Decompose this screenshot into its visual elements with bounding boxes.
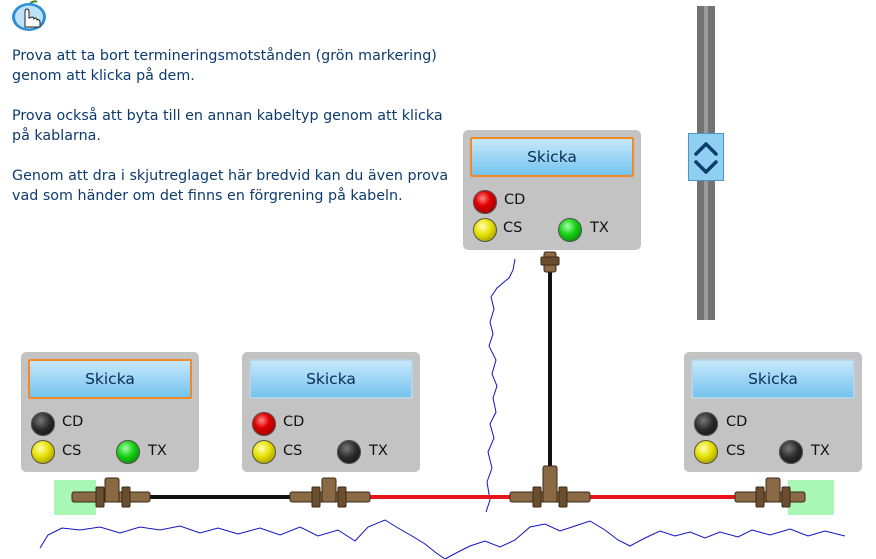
cs-label: CS bbox=[283, 443, 303, 459]
cs-led bbox=[473, 218, 497, 242]
send-button[interactable]: Skicka bbox=[470, 137, 634, 177]
up-down-chevron-icon bbox=[694, 142, 718, 174]
send-button[interactable]: Skicka bbox=[28, 359, 192, 399]
send-button[interactable]: Skicka bbox=[249, 359, 413, 399]
cd-label: CD bbox=[283, 414, 305, 430]
branch-slider-handle[interactable] bbox=[688, 133, 724, 181]
instruction-paragraph-2: Prova också att byta till en annan kabel… bbox=[12, 108, 443, 144]
tx-led bbox=[337, 440, 361, 464]
apple-hand-icon bbox=[12, 0, 46, 31]
cd-label: CD bbox=[726, 414, 748, 430]
station-panel-1: Skicka CD CS TX bbox=[21, 352, 199, 472]
signal-trace-branch bbox=[485, 258, 516, 513]
bnc-connector-icon bbox=[734, 477, 806, 508]
signal-trace-bottom bbox=[39, 519, 846, 559]
cd-led bbox=[473, 190, 497, 214]
cd-label: CD bbox=[504, 192, 526, 208]
tx-led bbox=[779, 440, 803, 464]
bnc-connector-icon bbox=[71, 477, 151, 508]
bnc-connector-icon bbox=[540, 251, 560, 273]
instructions-text: Prova att ta bort termineringsmotstånden… bbox=[12, 46, 452, 226]
cs-label: CS bbox=[62, 443, 82, 459]
send-button[interactable]: Skicka bbox=[691, 359, 855, 399]
instruction-paragraph-1: Prova att ta bort termineringsmotstånden… bbox=[12, 48, 437, 84]
cd-led bbox=[31, 412, 55, 436]
tx-led bbox=[116, 440, 140, 464]
cs-led bbox=[252, 440, 276, 464]
station-panel-top: Skicka CD CS TX bbox=[463, 130, 641, 250]
cs-led bbox=[31, 440, 55, 464]
bnc-connector-icon bbox=[289, 477, 371, 508]
tx-label: TX bbox=[148, 443, 167, 459]
cd-led bbox=[694, 412, 718, 436]
tx-led bbox=[558, 218, 582, 242]
tx-label: TX bbox=[590, 220, 609, 236]
cs-label: CS bbox=[726, 443, 746, 459]
cs-label: CS bbox=[503, 220, 523, 236]
tx-label: TX bbox=[369, 443, 388, 459]
cd-led bbox=[252, 412, 276, 436]
instruction-paragraph-3: Genom att dra i skjutreglaget här bredvi… bbox=[12, 168, 449, 204]
tx-label: TX bbox=[811, 443, 830, 459]
station-panel-4: Skicka CD CS TX bbox=[684, 352, 862, 472]
cd-label: CD bbox=[62, 414, 84, 430]
station-panel-2: Skicka CD CS TX bbox=[242, 352, 420, 472]
bnc-connector-icon bbox=[509, 465, 591, 508]
cs-led bbox=[694, 440, 718, 464]
